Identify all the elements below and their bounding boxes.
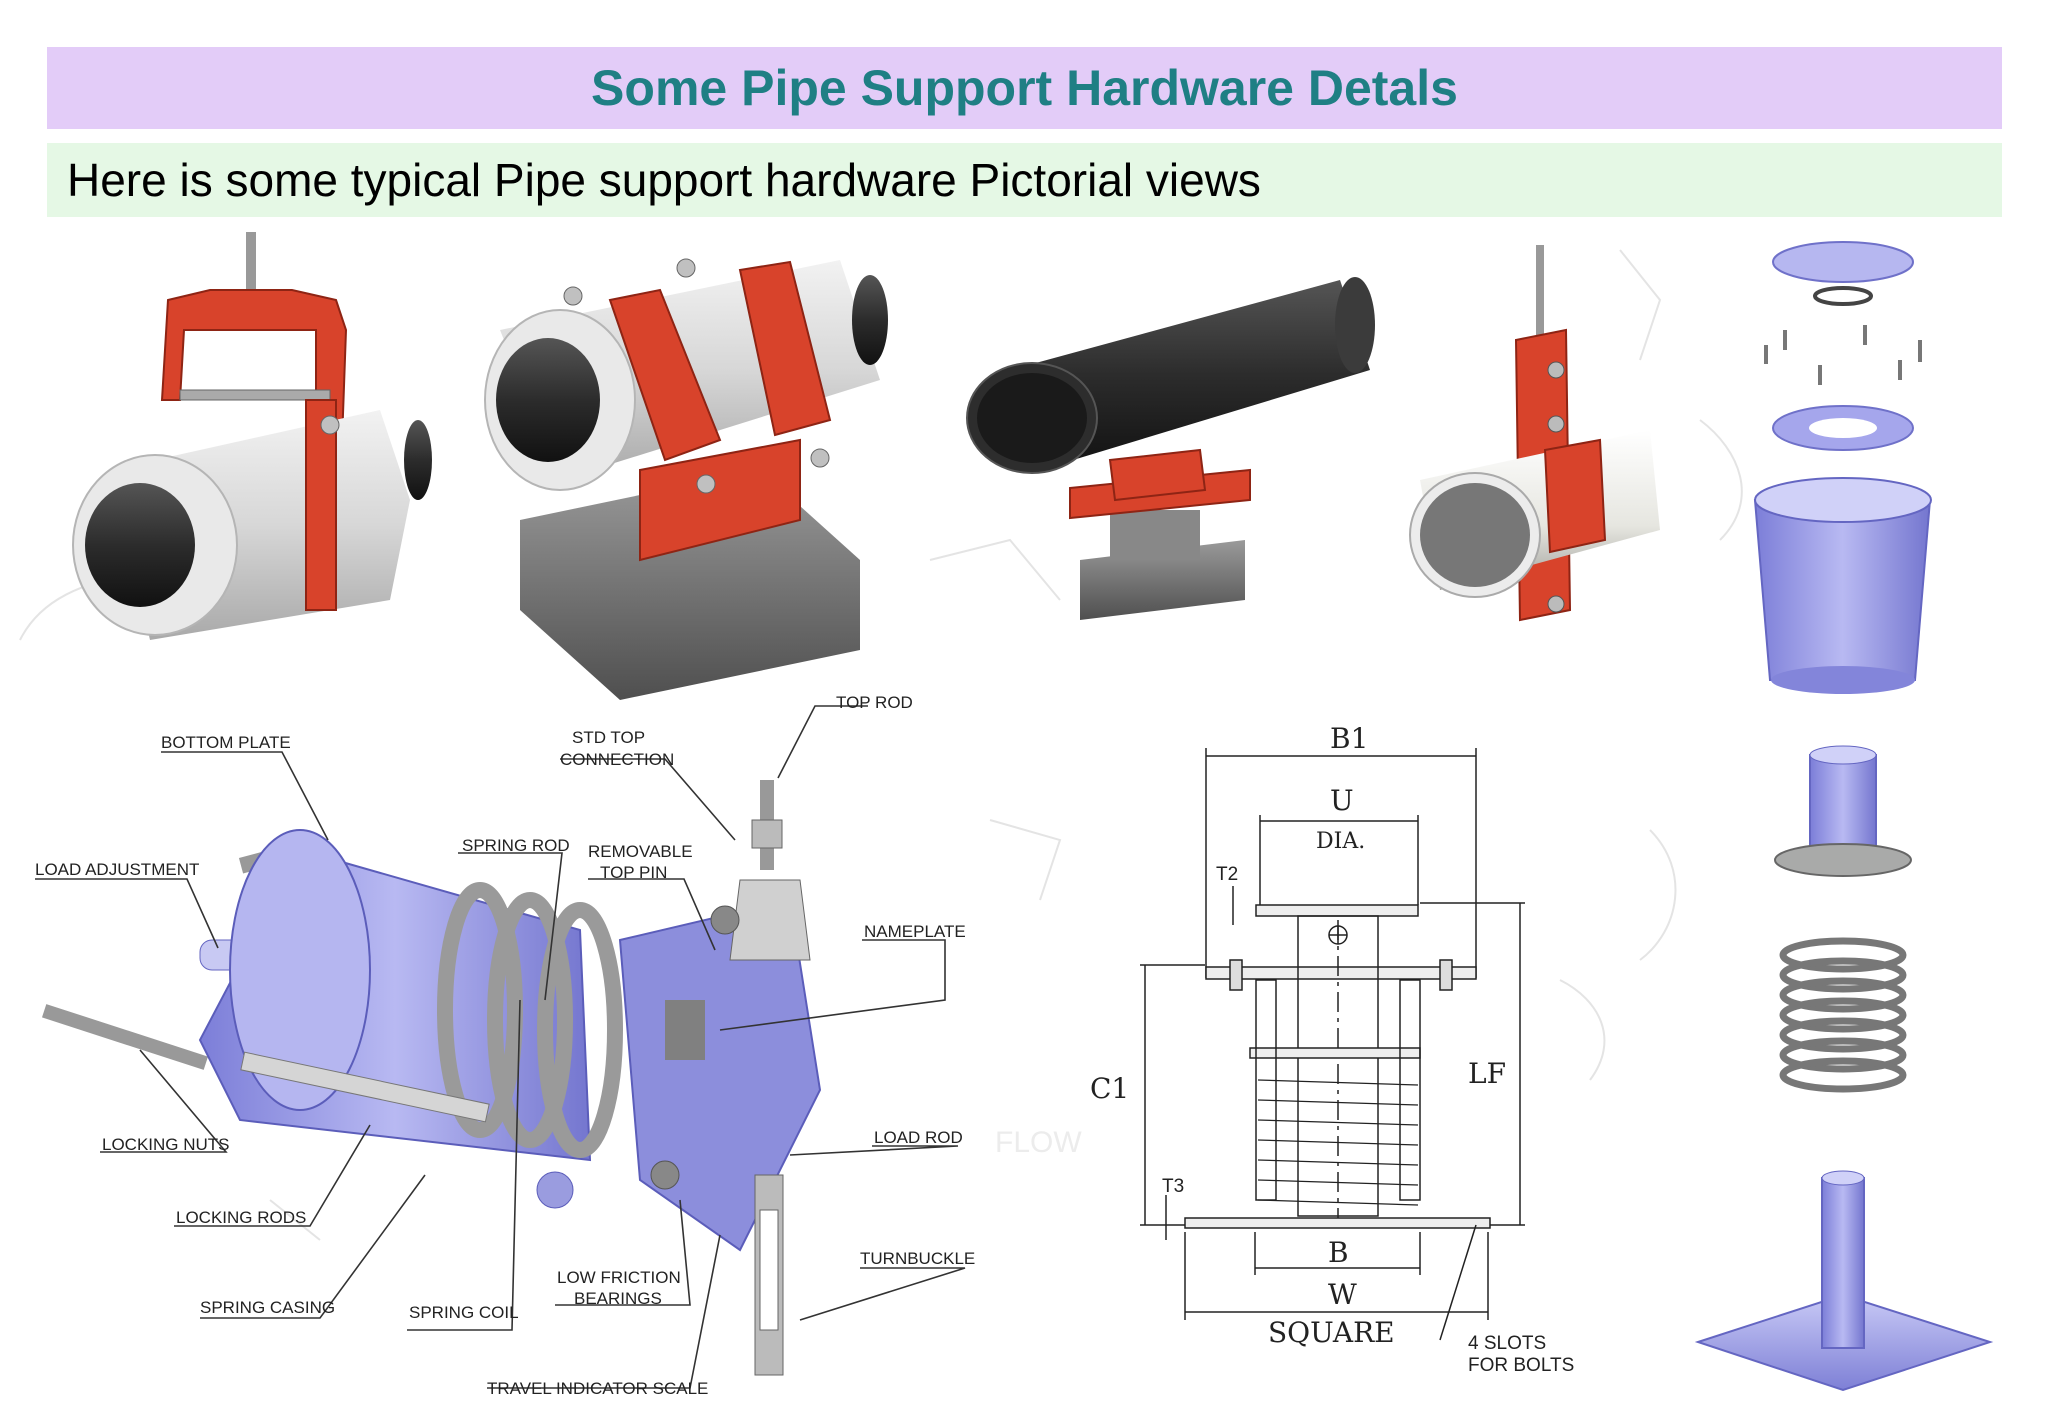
label-top-rod: TOP ROD (836, 693, 913, 712)
label-locking-rods: LOCKING RODS (176, 1208, 306, 1227)
dim-b1: B1 (1330, 722, 1368, 755)
label-low-friction-bearings-2: BEARINGS (574, 1289, 662, 1308)
label-std-top-connection-2: CONNECTION (560, 750, 674, 769)
label-spring-coil: SPRING COIL (409, 1303, 519, 1322)
dim-w: W (1328, 1278, 1357, 1311)
label-nameplate: NAMEPLATE (864, 922, 966, 941)
subtitle-banner: Here is some typical Pipe support hardwa… (47, 143, 2002, 217)
dim-t2: T2 (1216, 864, 1238, 885)
pipe-tshoe-illustration (966, 277, 1375, 620)
page-subtitle: Here is some typical Pipe support hardwa… (67, 154, 1261, 206)
dim-slots-1: 4 SLOTS (1468, 1333, 1546, 1354)
spring-hanger-illustration (41, 780, 822, 1376)
label-removable-top-pin-1: REMOVABLE (588, 842, 693, 861)
label-spring-rod: SPRING ROD (462, 836, 570, 855)
clevis-hanger-illustration (72, 232, 432, 640)
flow-watermark: FLOW (995, 1126, 1082, 1159)
page-title: Some Pipe Support Hardware Detals (591, 60, 1458, 116)
dim-t3: T3 (1162, 1176, 1184, 1197)
dim-square: SQUARE (1268, 1316, 1395, 1349)
label-locking-nuts: LOCKING NUTS (102, 1135, 230, 1154)
dim-u: U (1330, 784, 1354, 817)
dim-dia: DIA. (1316, 829, 1365, 854)
insulated-pipe-shoe-illustration (484, 258, 888, 700)
dim-c1: C1 (1090, 1072, 1129, 1105)
label-spring-casing: SPRING CASING (200, 1298, 335, 1317)
dim-b: B (1328, 1236, 1349, 1269)
label-low-friction-bearings-1: LOW FRICTION (557, 1268, 681, 1287)
title-banner: Some Pipe Support Hardware Detals (47, 47, 2002, 129)
label-bottom-plate: BOTTOM PLATE (161, 733, 291, 752)
leader-lines (35, 705, 966, 1389)
dimension-drawing (1140, 748, 1525, 1341)
dim-lf: LF (1468, 1057, 1506, 1090)
exploded-parts-column (1694, 241, 1994, 1392)
label-std-top-connection-1: STD TOP (572, 728, 645, 747)
riser-clamp-illustration (1409, 245, 1660, 622)
label-removable-top-pin-2: TOP PIN (600, 863, 667, 882)
label-travel-indicator-scale: TRAVEL INDICATOR SCALE (487, 1379, 708, 1398)
label-load-rod: LOAD ROD (874, 1128, 963, 1147)
label-turnbuckle: TURNBUCKLE (860, 1249, 975, 1268)
dim-slots-2: FOR BOLTS (1468, 1355, 1574, 1376)
label-load-adjustment: LOAD ADJUSTMENT (35, 860, 199, 879)
